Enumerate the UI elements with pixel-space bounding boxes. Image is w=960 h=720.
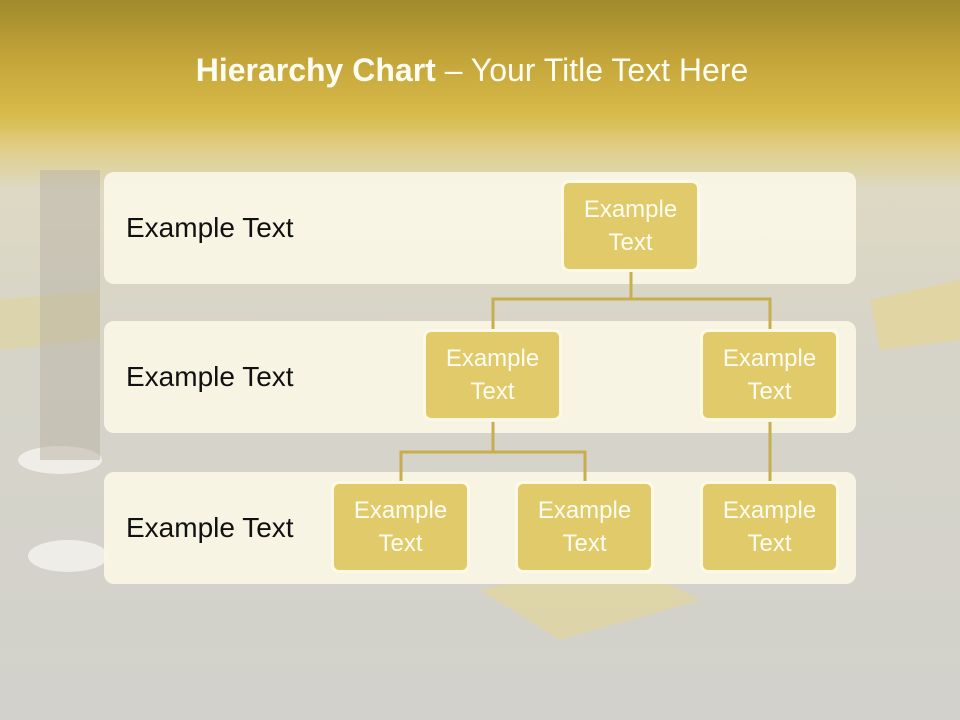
node-text: Example Text [722,345,817,405]
connector-left-middle [493,450,587,482]
node-text: Example Text [445,345,540,405]
title-bold: Hierarchy Chart [195,52,436,88]
node-level3-left[interactable]: Example Text [331,481,470,573]
node-text: Example Text [583,196,678,256]
node-text: Example Text [537,497,632,557]
level-label: Example Text [126,361,294,392]
connector-left [399,422,495,482]
connector-root [491,272,633,330]
level-label: Example Text [126,512,294,543]
node-text: Example Text [353,497,448,557]
level-band-1: Example Text [104,172,856,284]
slide-title: Hierarchy Chart – Your Title Text Here [0,52,944,89]
node-level3-right[interactable]: Example Text [700,481,839,573]
node-text: Example Text [722,497,817,557]
connector-root-right [631,297,772,330]
title-rest: – Your Title Text Here [435,52,749,88]
level-label: Example Text [126,212,294,243]
node-level3-middle[interactable]: Example Text [515,481,654,573]
node-root[interactable]: Example Text [561,180,700,272]
node-level2-right[interactable]: Example Text [700,329,839,421]
node-level2-left[interactable]: Example Text [423,329,562,421]
